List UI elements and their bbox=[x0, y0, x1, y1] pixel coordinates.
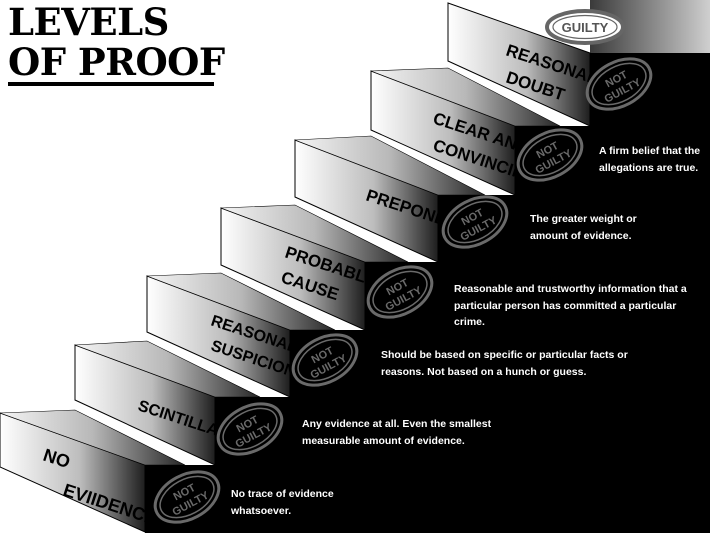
top-step-side-face bbox=[590, 0, 710, 53]
step-description-1: No trace of evidence whatsoever. bbox=[231, 488, 334, 517]
step-tread-2 bbox=[74, 340, 261, 398]
step-face-7 bbox=[447, 2, 591, 127]
title-line-1: LEVELS bbox=[8, 0, 169, 44]
step-description-5: The greater weight or amount of evidence… bbox=[530, 213, 637, 242]
dark-riser-mass bbox=[145, 53, 710, 533]
guilty-badge: GUILTY bbox=[545, 9, 625, 45]
guilty-badge-text: GUILTY bbox=[562, 20, 609, 35]
step-tread-1 bbox=[0, 409, 186, 466]
step-tread-3 bbox=[146, 272, 336, 331]
step-description-4: Reasonable and trustworthy information t… bbox=[454, 283, 687, 328]
step-description-6: A firm belief that the allegations are t… bbox=[599, 145, 701, 174]
step-tread-4 bbox=[220, 204, 409, 263]
step-description-2: Any evidence at all. Even the smallest m… bbox=[302, 418, 492, 447]
step-tread-5 bbox=[294, 135, 486, 196]
step-description-3: Should be based on specific or particula… bbox=[381, 349, 628, 378]
title-line-2: OF PROOF bbox=[8, 40, 225, 84]
step-tread-6 bbox=[370, 67, 561, 127]
title-underline bbox=[8, 82, 214, 86]
